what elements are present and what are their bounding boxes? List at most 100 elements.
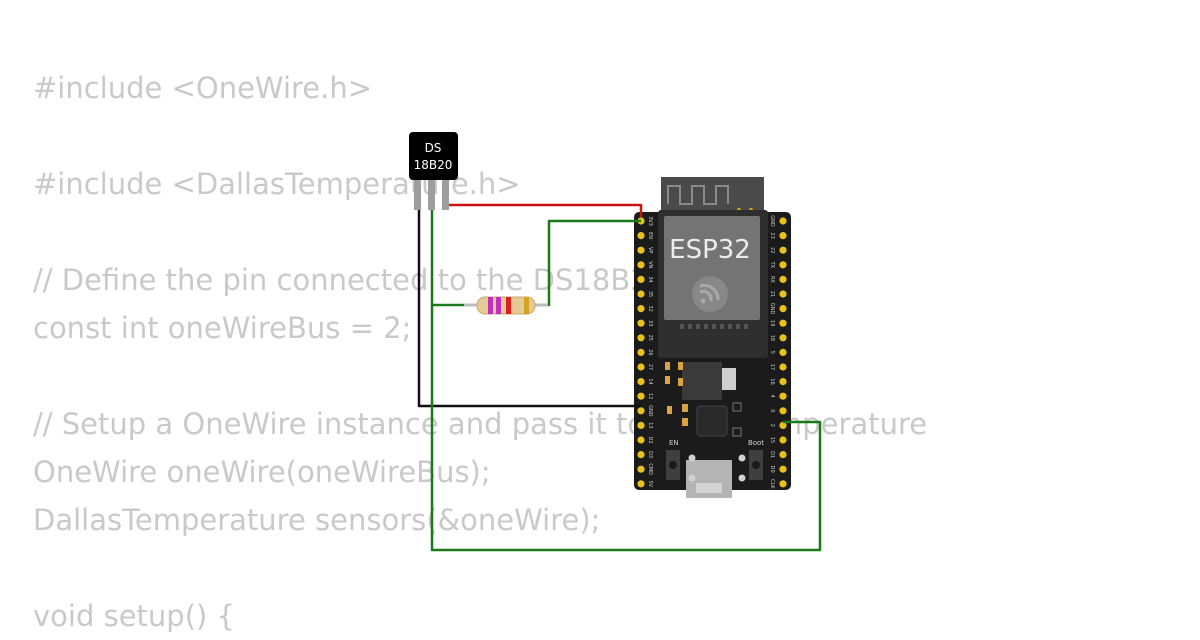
pin-label: 35 <box>647 291 653 297</box>
en-button[interactable] <box>666 450 696 482</box>
header-pin[interactable] <box>779 480 787 488</box>
espressif-logo-icon <box>692 276 728 312</box>
sensor-data-leg <box>428 176 435 210</box>
header-pin[interactable] <box>637 436 645 444</box>
data-wire-to-resistor[interactable] <box>430 198 478 307</box>
header-pin[interactable] <box>637 363 645 371</box>
header-pin[interactable] <box>779 261 787 269</box>
smd-capacitor <box>678 378 683 386</box>
header-pin[interactable] <box>779 305 787 313</box>
smd-capacitor <box>678 362 683 370</box>
code-line: const int oneWireBus = 2; <box>33 311 412 345</box>
header-pin[interactable] <box>637 407 645 415</box>
header-pin[interactable] <box>637 334 645 342</box>
ds18b20-sensor[interactable]: DS 18B20 <box>409 132 458 210</box>
pin-label: 18 <box>769 335 775 341</box>
header-pin[interactable] <box>779 275 787 283</box>
pullup-wire-to-3v3[interactable] <box>534 219 641 307</box>
code-line: #include <DallasTemperature.h> <box>33 167 521 201</box>
pin-label: 0 <box>769 409 775 412</box>
header-pin[interactable] <box>779 348 787 356</box>
header-pin[interactable] <box>779 378 787 386</box>
pin-label: EN <box>647 232 653 239</box>
pin-label: 12 <box>647 393 653 399</box>
pin-label: GND <box>647 405 653 417</box>
pin-label: CMD <box>647 463 653 475</box>
header-pin[interactable] <box>779 232 787 240</box>
antenna-trace <box>667 185 729 205</box>
pin-label: D2 <box>647 436 653 443</box>
pin-label: 16 <box>769 378 775 384</box>
board-name: ESP32 <box>669 235 751 265</box>
header-pin[interactable] <box>637 305 645 313</box>
smd-resistor <box>682 404 688 412</box>
header-pin[interactable] <box>637 232 645 240</box>
header-pin[interactable] <box>779 246 787 254</box>
pin-label: VP <box>647 247 653 253</box>
header-pin[interactable] <box>637 348 645 356</box>
en-label: EN <box>669 439 679 447</box>
pin-label: VN <box>647 261 653 268</box>
pin-label: CLK <box>769 479 775 489</box>
header-pin[interactable] <box>637 451 645 459</box>
pin-label: 17 <box>769 364 775 370</box>
boot-label: Boot <box>748 439 764 447</box>
header-pin[interactable] <box>779 217 787 225</box>
pin-label: 13 <box>647 422 653 428</box>
usb-opening <box>696 483 722 493</box>
pin-label: 2 <box>769 424 775 427</box>
pullup-resistor[interactable] <box>464 296 548 315</box>
header-pin[interactable] <box>637 261 645 269</box>
header-pin[interactable] <box>779 392 787 400</box>
header-pin[interactable] <box>637 246 645 254</box>
smd-resistor <box>667 406 672 414</box>
resistor-band <box>524 297 529 314</box>
gnd-wire[interactable] <box>417 198 641 408</box>
sensor-label-line2: 18B20 <box>414 158 453 172</box>
pin-label: D1 <box>769 451 775 458</box>
pin-label: 4 <box>769 395 775 398</box>
pin-label: 33 <box>647 320 653 326</box>
pin-label: GND <box>769 303 775 315</box>
header-pin[interactable] <box>779 465 787 473</box>
esp32-board[interactable]: ESP32 EN Boot <box>634 177 791 498</box>
header-pin[interactable] <box>779 363 787 371</box>
header-pin[interactable] <box>779 319 787 327</box>
header-pin[interactable] <box>637 480 645 488</box>
code-line: #include <OneWire.h> <box>33 71 373 105</box>
header-pin[interactable] <box>779 334 787 342</box>
header-pin[interactable] <box>637 319 645 327</box>
pin-label: D0 <box>769 466 775 473</box>
header-pin[interactable] <box>779 451 787 459</box>
header-pin[interactable] <box>779 421 787 429</box>
code-line: void setup() { <box>33 599 235 633</box>
voltage-regulator <box>682 362 722 400</box>
header-pin[interactable] <box>637 392 645 400</box>
boot-button[interactable] <box>738 450 764 482</box>
resistor-band <box>488 297 493 314</box>
resistor-band <box>506 297 511 314</box>
pin-label: 22 <box>769 247 775 253</box>
pin-label: D3 <box>647 451 653 458</box>
pin-label: RX <box>769 276 775 283</box>
header-pin[interactable] <box>637 290 645 298</box>
header-pin[interactable] <box>637 421 645 429</box>
header-pin[interactable] <box>779 436 787 444</box>
data-wire-to-gpio2[interactable] <box>430 305 822 552</box>
header-pin[interactable] <box>637 378 645 386</box>
vcc-wire[interactable] <box>444 200 643 217</box>
left-pin-header: 3V3ENVPVN343532332526271412GND13D2D3CMD5… <box>637 216 653 488</box>
pin-label: 27 <box>647 364 653 370</box>
pin-label: 14 <box>647 378 653 384</box>
header-pin[interactable] <box>779 407 787 415</box>
sensor-vcc-leg <box>442 176 449 210</box>
header-pin[interactable] <box>637 465 645 473</box>
sensor-label-line1: DS <box>425 141 442 155</box>
header-pin[interactable] <box>637 275 645 283</box>
pin-label: 32 <box>647 305 653 311</box>
power-led <box>732 427 742 437</box>
module-can <box>664 216 760 320</box>
header-pin[interactable] <box>779 290 787 298</box>
